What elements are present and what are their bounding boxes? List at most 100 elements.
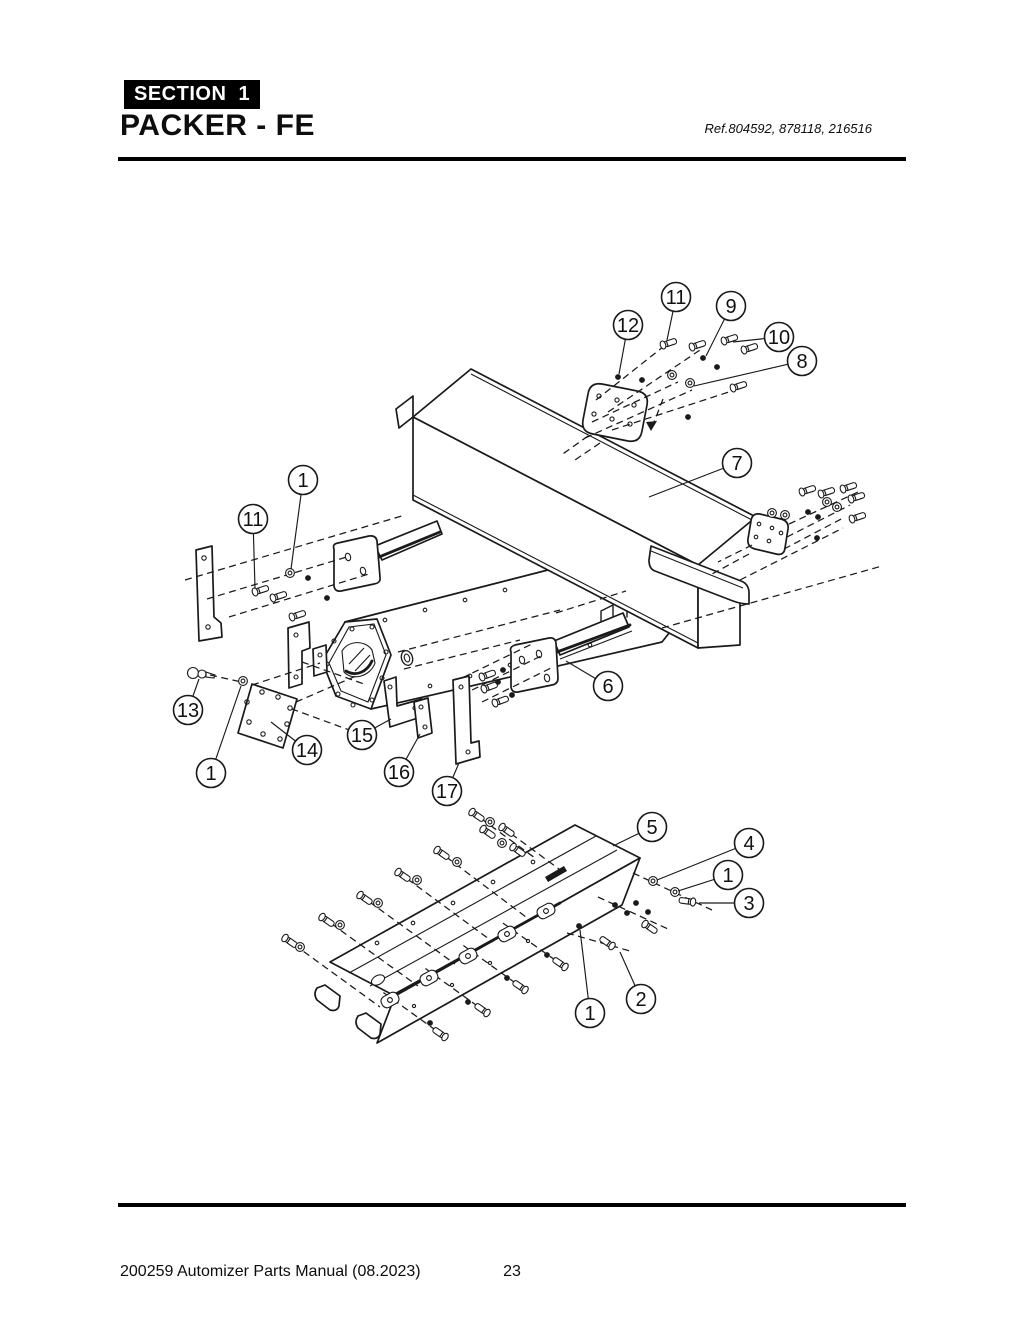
nut-icon	[509, 692, 515, 698]
svg-text:1: 1	[205, 763, 216, 785]
svg-text:4: 4	[743, 833, 754, 855]
nut-icon	[714, 364, 720, 370]
callout-1: 1	[677, 859, 744, 892]
callout-11: 11	[237, 503, 269, 589]
assembly-arrow	[646, 398, 664, 431]
section-badge: SECTION 1	[124, 80, 261, 109]
svg-text:15: 15	[351, 725, 373, 747]
bolt-13	[186, 666, 216, 680]
bolt-icon	[552, 957, 569, 972]
svg-text:14: 14	[296, 740, 318, 762]
bolt-icon	[509, 842, 526, 857]
svg-text:7: 7	[731, 453, 742, 475]
nut-icon	[427, 1020, 433, 1026]
washer-icon	[335, 920, 345, 930]
fastener-hardware	[238, 334, 867, 1042]
nut-icon	[633, 900, 639, 906]
callout-8: 8	[693, 345, 818, 387]
washer-icon	[497, 838, 507, 848]
callout-2: 2	[619, 951, 657, 1015]
bolt-icon	[433, 845, 450, 860]
bolt-icon	[251, 585, 270, 597]
svg-text:6: 6	[602, 676, 613, 698]
svg-text:12: 12	[617, 315, 639, 337]
svg-text:11: 11	[666, 287, 687, 309]
nut-icon	[465, 999, 471, 1005]
callout-10: 10	[732, 321, 795, 353]
callout-12: 12	[612, 309, 644, 375]
washer-icon	[648, 876, 658, 886]
callout-14: 14	[270, 721, 323, 766]
svg-text:13: 13	[177, 700, 199, 722]
callout-11: 11	[660, 281, 692, 341]
bolt-icon	[281, 933, 298, 948]
nut-icon	[814, 535, 820, 541]
header-rule	[118, 157, 906, 161]
bracket-17	[452, 675, 481, 765]
upper-roller-assembly	[332, 520, 443, 592]
footer-page-number: 23	[503, 1263, 521, 1280]
bolt-icon	[498, 822, 515, 837]
svg-text:17: 17	[436, 781, 458, 803]
washer-icon	[452, 857, 462, 867]
rail-assembly-5	[314, 824, 641, 1044]
bolt-icon	[839, 482, 858, 494]
bolt-icon	[432, 1027, 449, 1042]
reference-numbers: Ref.804592, 878118, 216516	[704, 121, 872, 136]
bolt-icon	[356, 890, 373, 905]
bracket-16	[413, 697, 433, 739]
svg-text:1: 1	[297, 470, 308, 492]
washer-icon	[295, 942, 305, 952]
roller-assembly-6	[509, 612, 633, 693]
callout-1: 1	[574, 929, 606, 1029]
callout-5: 5	[612, 811, 668, 847]
nut-icon	[324, 595, 330, 601]
svg-text:3: 3	[743, 893, 754, 915]
bolt-icon	[474, 1003, 491, 1018]
left-strip-bracket	[195, 545, 223, 642]
nut-icon	[700, 355, 706, 361]
svg-text:1: 1	[722, 865, 733, 887]
svg-text:16: 16	[388, 762, 410, 784]
callout-3: 3	[699, 887, 765, 919]
bolt-icon	[512, 980, 529, 995]
nut-icon	[495, 679, 501, 685]
nut-icon	[500, 667, 506, 673]
nut-icon	[615, 374, 621, 380]
nut-icon	[576, 923, 582, 929]
nut-icon	[685, 414, 691, 420]
cover-plate-14	[237, 683, 298, 749]
washer-icon	[832, 502, 842, 512]
nut-icon	[645, 909, 651, 915]
bolt-icon	[480, 681, 498, 694]
bolt-icon	[318, 912, 335, 927]
bolt-icon	[848, 512, 867, 524]
washer-icon	[670, 887, 680, 897]
right-end-bracket-plate	[747, 513, 789, 556]
page-title: PACKER - FE	[120, 109, 315, 142]
svg-text:5: 5	[646, 817, 657, 839]
bolt-icon	[468, 807, 485, 822]
washer-icon	[685, 378, 695, 388]
callout-15: 15	[346, 718, 392, 751]
washer-icon	[373, 898, 383, 908]
nut-icon	[639, 377, 645, 383]
svg-text:1: 1	[584, 1003, 595, 1025]
washer-icon	[485, 817, 495, 827]
nut-icon	[504, 975, 510, 981]
bolt-icon	[740, 343, 759, 355]
callout-16: 16	[383, 733, 421, 788]
bolt-icon	[491, 695, 509, 708]
bolt-icon	[478, 669, 496, 682]
svg-text:10: 10	[768, 327, 790, 349]
bolt-icon	[678, 897, 697, 907]
washer-icon	[285, 568, 295, 578]
bolt-icon	[659, 338, 678, 350]
callout-13: 13	[172, 678, 204, 726]
bolt-icon	[288, 610, 307, 622]
nut-icon	[805, 509, 811, 515]
nut-icon	[815, 514, 821, 520]
bolt-icon	[394, 867, 411, 882]
